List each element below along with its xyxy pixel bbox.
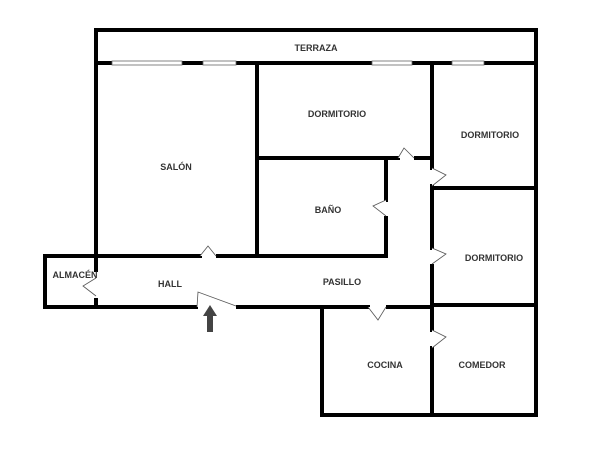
window: [202, 60, 237, 66]
door-bano: [372, 199, 387, 217]
room-label-dormitorio: DORMITORIO: [465, 253, 523, 263]
room-label-hall: HALL: [158, 279, 182, 289]
door-cocina: [367, 306, 387, 321]
door-almacen: [82, 277, 97, 297]
room-label-almacen: ALMACÉN: [53, 270, 98, 280]
room-label-dormitorio: DORMITORIO: [308, 109, 366, 119]
door-dormitorio-3: [431, 247, 447, 265]
room-label-dormitorio: DORMITORIO: [461, 130, 519, 140]
window: [111, 60, 183, 66]
room-label-comedor: COMEDOR: [459, 360, 507, 370]
hall-bottom-wall: [43, 254, 434, 309]
door-entry: [196, 291, 237, 308]
doors: [82, 147, 447, 349]
room-label-salon: SALÓN: [160, 161, 192, 172]
room-label-bano: BAÑO: [315, 205, 342, 215]
room-label-terraza: TERRAZA: [295, 43, 338, 53]
window: [371, 60, 413, 66]
door-dormitorio: [397, 147, 415, 159]
entry-arrow-icon: [203, 305, 217, 332]
windows: [111, 60, 485, 66]
room-label-pasillo: PASILLO: [323, 277, 361, 287]
outer-wall: [94, 28, 538, 417]
walls: [43, 28, 538, 417]
door-salon: [199, 245, 217, 257]
window: [451, 60, 485, 66]
door-dormitorio-2: [431, 167, 447, 187]
room-label-cocina: COCINA: [367, 360, 403, 370]
door-comedor: [431, 329, 447, 349]
